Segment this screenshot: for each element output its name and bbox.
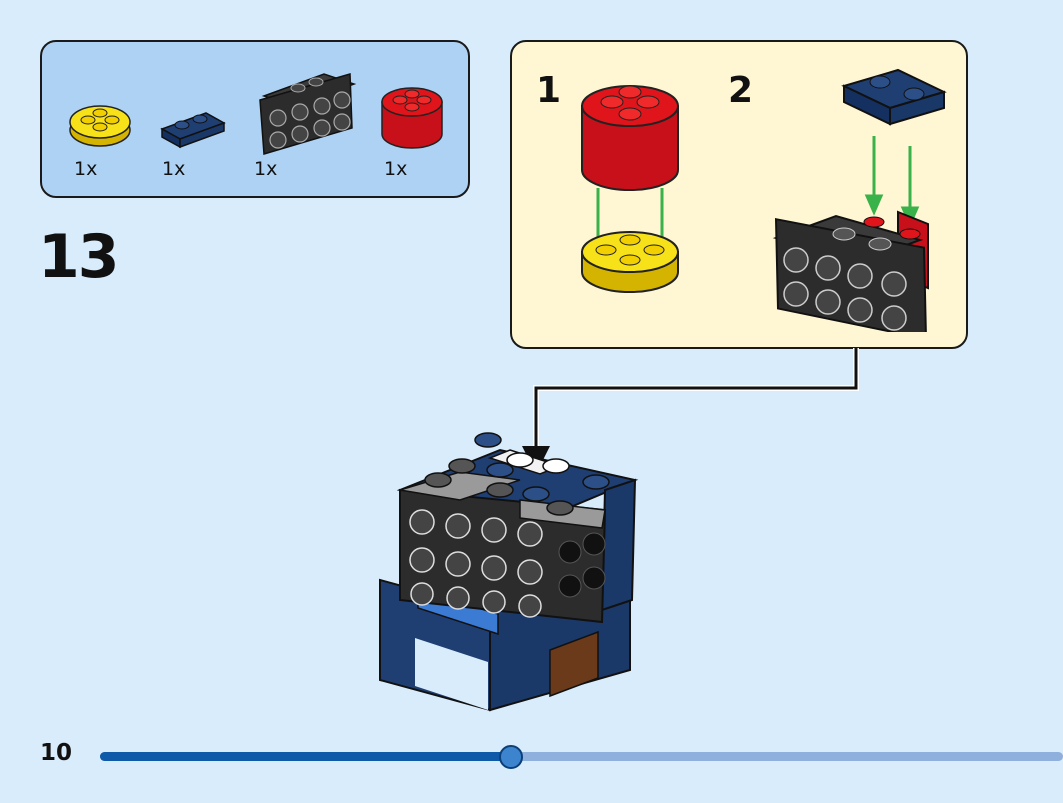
yellow-round-plate-icon bbox=[69, 105, 131, 147]
black-bracket-icon bbox=[259, 73, 357, 155]
dark-blue-plate-icon bbox=[160, 112, 226, 149]
part-qty: 1x bbox=[162, 158, 186, 180]
substep-2-illustration bbox=[772, 68, 947, 332]
part-qty: 1x bbox=[74, 158, 98, 180]
substep-number: 1 bbox=[536, 70, 562, 111]
page-number: 10 bbox=[40, 740, 73, 766]
parts-list-panel: 1x 1x 1x bbox=[40, 40, 470, 198]
progress-bar bbox=[100, 745, 1063, 769]
red-round-brick-icon bbox=[381, 87, 443, 149]
substep-number: 2 bbox=[728, 70, 754, 111]
part-qty: 1x bbox=[384, 158, 408, 180]
part-qty: 1x bbox=[254, 158, 278, 180]
substep-1-illustration bbox=[581, 85, 679, 282]
main-model-illustration bbox=[379, 432, 639, 712]
progress-knob bbox=[499, 745, 524, 769]
subassembly-callout: 1 2 bbox=[510, 40, 968, 349]
progress-fill bbox=[100, 752, 512, 761]
arrow-down-icon bbox=[864, 136, 920, 228]
yellow-plate-illustration bbox=[581, 231, 679, 293]
step-number: 13 bbox=[38, 222, 119, 292]
